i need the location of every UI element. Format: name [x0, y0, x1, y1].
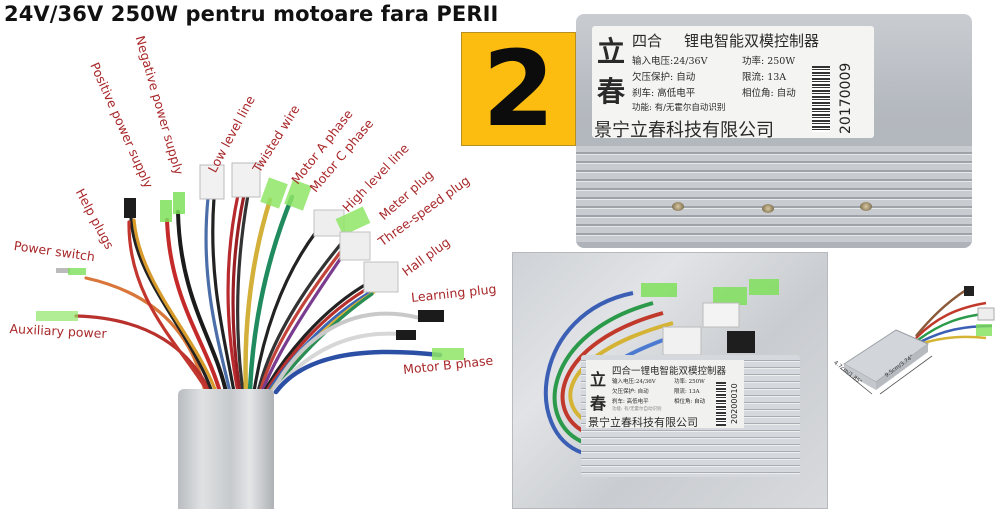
- label-heading-prefix: 四合: [632, 32, 663, 50]
- controller-housing-cylinder: [178, 389, 274, 509]
- spec-undervoltage: 欠压保护: 自动: [632, 72, 696, 83]
- controller-in-bag-photo: 立 春 四合一锂电智能双模控制器 输入电压:24/36V 功率: 250W 欠压…: [512, 252, 828, 509]
- spec-brake: 刹车: 高低电平: [632, 88, 696, 99]
- spec-current-limit: 限流: 13A: [674, 389, 700, 395]
- spec-function: 功能: 有/无霍尔自动识别: [632, 103, 726, 113]
- serial-number: 20200010: [730, 383, 739, 424]
- screw-icon: [860, 202, 872, 211]
- brand-char-1: 立: [597, 35, 626, 68]
- company-name: 景宁立春科技有限公司: [594, 120, 774, 141]
- spec-brake: 刹车: 高低电平: [612, 399, 649, 405]
- brand-char-1: 立: [590, 370, 607, 389]
- bag-wires-graphic: [543, 279, 779, 455]
- wiring-harness-diagram: Help plugs Positive power supply Negativ…: [9, 34, 497, 395]
- brand-char-2: 春: [590, 394, 607, 413]
- wires-graphic: [36, 162, 464, 395]
- controller-body: 立 春 四合 锂电智能双模控制器 输入电压:24/36V 功率: 250W 欠压…: [576, 14, 972, 248]
- product-label: 立 春 四合 锂电智能双模控制器 输入电压:24/36V 功率: 250W 欠压…: [592, 26, 874, 141]
- company-name: 景宁立春科技有限公司: [588, 416, 698, 429]
- spec-function: 功能: 有/无霍尔自动识别: [612, 407, 662, 412]
- spec-phase-angle: 相位角: 自动: [742, 88, 796, 99]
- screw-icon: [762, 204, 774, 213]
- spec-phase-angle: 相位角: 自动: [674, 399, 706, 405]
- brand-char-2: 春: [597, 75, 626, 108]
- thumbnail-graphic: [839, 286, 995, 395]
- bagged-product-label: 立 春 四合一锂电智能双模控制器 输入电压:24/36V 功率: 250W 欠压…: [586, 360, 744, 429]
- barcode: [812, 66, 830, 132]
- label-heading: 四合一锂电智能双模控制器: [612, 366, 727, 377]
- help-plug-connector: [124, 198, 136, 218]
- spec-input-voltage: 输入电压:24/36V: [632, 56, 708, 67]
- serial-number: 20170009: [838, 62, 854, 134]
- controller-dimension-thumbnail: 9.5cm/3.74" 4.7cm/1.85": [832, 278, 1000, 400]
- spec-power: 功率: 250W: [674, 379, 705, 385]
- spec-input-voltage: 输入电压:24/36V: [612, 379, 656, 385]
- controller-photo-top: 立 春 四合 锂电智能双模控制器 输入电压:24/36V 功率: 250W 欠压…: [570, 10, 978, 250]
- page-title: 24V/36V 250W pentru motoare fara PERII: [4, 2, 499, 26]
- label-heading: 锂电智能双模控制器: [684, 32, 820, 50]
- spec-undervoltage: 欠压保护: 自动: [612, 389, 649, 395]
- spec-power: 功率: 250W: [742, 56, 796, 67]
- screw-icon: [672, 202, 684, 211]
- heat-sink-fins: [576, 146, 972, 242]
- number-badge: 2: [461, 32, 576, 146]
- spec-current-limit: 限流: 13A: [742, 72, 787, 83]
- barcode: [716, 382, 726, 426]
